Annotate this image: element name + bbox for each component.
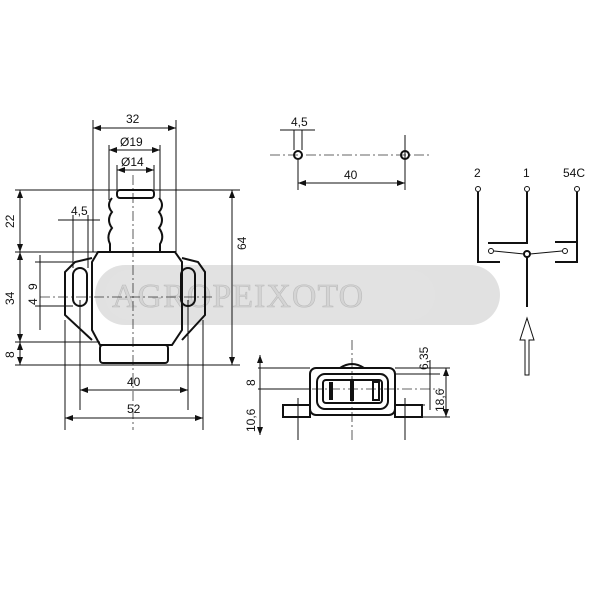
dim-hole-4-5: 4,5 (291, 115, 308, 129)
dim-dia19: Ø19 (120, 135, 143, 149)
dim-18-6: 18,6 (433, 388, 447, 412)
dim-dia14: Ø14 (121, 155, 144, 169)
dim-40: 40 (127, 375, 141, 389)
dim-10-6: 10,6 (244, 408, 258, 432)
terminal-label-1: 1 (523, 166, 530, 180)
dim-32: 32 (126, 112, 140, 126)
front-view: 32 Ø19 Ø14 4,5 22 34 8 9 4 64 40 52 (3, 112, 249, 430)
top-view: 4,5 40 (270, 115, 430, 190)
dim-4-5: 4,5 (71, 204, 88, 218)
bottom-view: 10,6 8 6,35 18,6 (244, 340, 450, 440)
dim-22: 22 (3, 214, 17, 228)
actuation-arrow-icon (519, 316, 535, 376)
dim-hole-40: 40 (344, 168, 358, 182)
dim-8: 8 (3, 351, 17, 358)
dim-9: 9 (26, 283, 40, 290)
dim-8-bottom: 8 (244, 379, 258, 386)
watermark-text: AGROPEIXOTO (112, 278, 364, 315)
dim-52: 52 (127, 402, 141, 416)
watermark: AGROPEIXOTO (95, 265, 500, 325)
dim-64: 64 (235, 236, 249, 250)
dim-6-35: 6,35 (417, 346, 431, 370)
terminal-label-2: 2 (474, 166, 481, 180)
switch-schematic: 2 1 54C (474, 166, 585, 376)
terminal-label-54c: 54C (563, 166, 585, 180)
dim-34: 34 (3, 291, 17, 305)
dim-4: 4 (26, 298, 40, 305)
